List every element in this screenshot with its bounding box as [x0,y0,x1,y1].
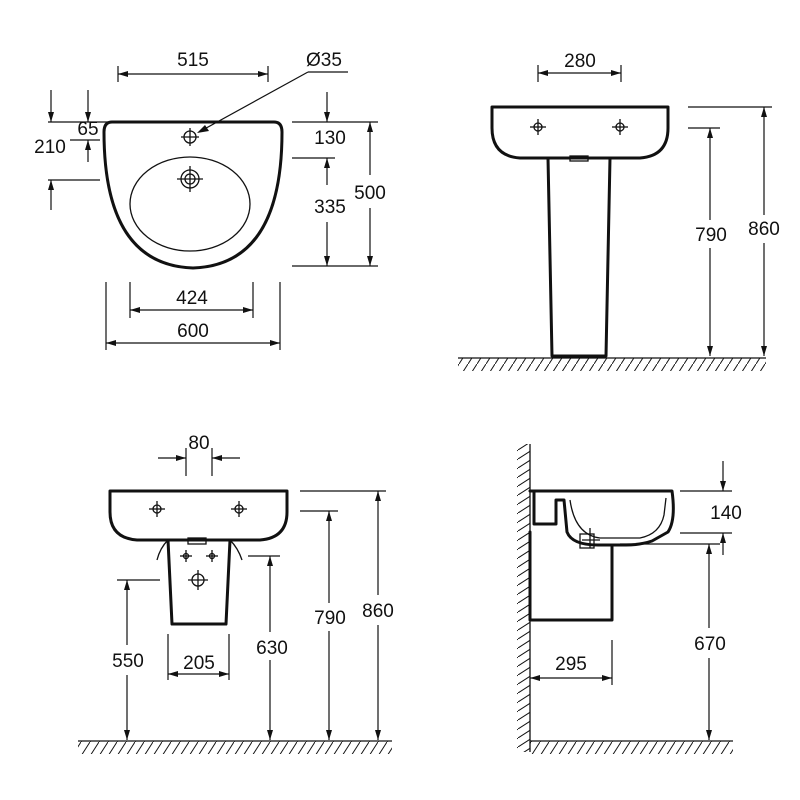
semi-pedestal-shroud [166,538,232,626]
dim-total-height: 860 [748,219,780,240]
dim-depth-overall: 500 [354,183,386,204]
dim-floor-to-trap: 630 [256,638,288,659]
tap-hole-icon [181,128,199,146]
basin-outline-front [490,105,670,160]
dim-hole-diameter: Ø35 [306,50,342,71]
dim-right-offset-lower: 335 [314,197,346,218]
tap-hole-icon [530,119,546,135]
tap-hole-icon [231,501,247,517]
side-view: 140 295 670 [517,444,742,754]
dim-left-offset-total: 210 [34,137,66,158]
semi-pedestal-view: 80 550 205 630 790 860 [78,433,394,754]
pedestal-column [546,156,612,358]
dim-outlet-height: 670 [694,634,726,655]
waste-outlet-icon [582,528,600,548]
dim-total-height: 860 [362,601,394,622]
drain-icon [177,166,203,192]
dim-left-offset-upper: 65 [77,119,98,140]
bowl-outline [129,156,251,252]
tap-hole-icon [149,501,165,517]
basin-outline-top [102,120,284,270]
waste-outlet-icon [188,570,208,590]
fixing-hole-icon [206,550,218,562]
dim-tap-spacing: 280 [564,51,596,72]
dim-tap-spacing: 80 [188,433,209,454]
floor-hatch [530,741,733,754]
dim-rim-height: 790 [695,225,727,246]
dim-bowl-width: 424 [176,288,208,309]
dim-rim-height: 790 [314,608,346,629]
basin-outline-front [108,489,289,542]
fixing-hole-icon [180,550,192,562]
semi-pedestal-profile [528,530,614,622]
top-view: 515 Ø35 210 65 130 335 [34,50,386,350]
floor-hatch [458,358,766,371]
dim-floor-to-base: 550 [112,651,144,672]
pedestal-view: 280 790 860 [458,51,780,371]
floor-hatch [78,741,392,754]
tap-hole-icon [612,119,628,135]
dim-basin-depth: 140 [710,503,742,524]
dim-trap-width: 205 [183,653,215,674]
dim-wall-projection: 295 [555,654,587,675]
basin-profile-side [528,489,675,547]
wall-hatch [517,444,530,752]
dim-width-overall: 515 [177,50,209,71]
dim-right-offset-upper: 130 [314,128,346,149]
dim-basin-width: 600 [177,321,209,342]
